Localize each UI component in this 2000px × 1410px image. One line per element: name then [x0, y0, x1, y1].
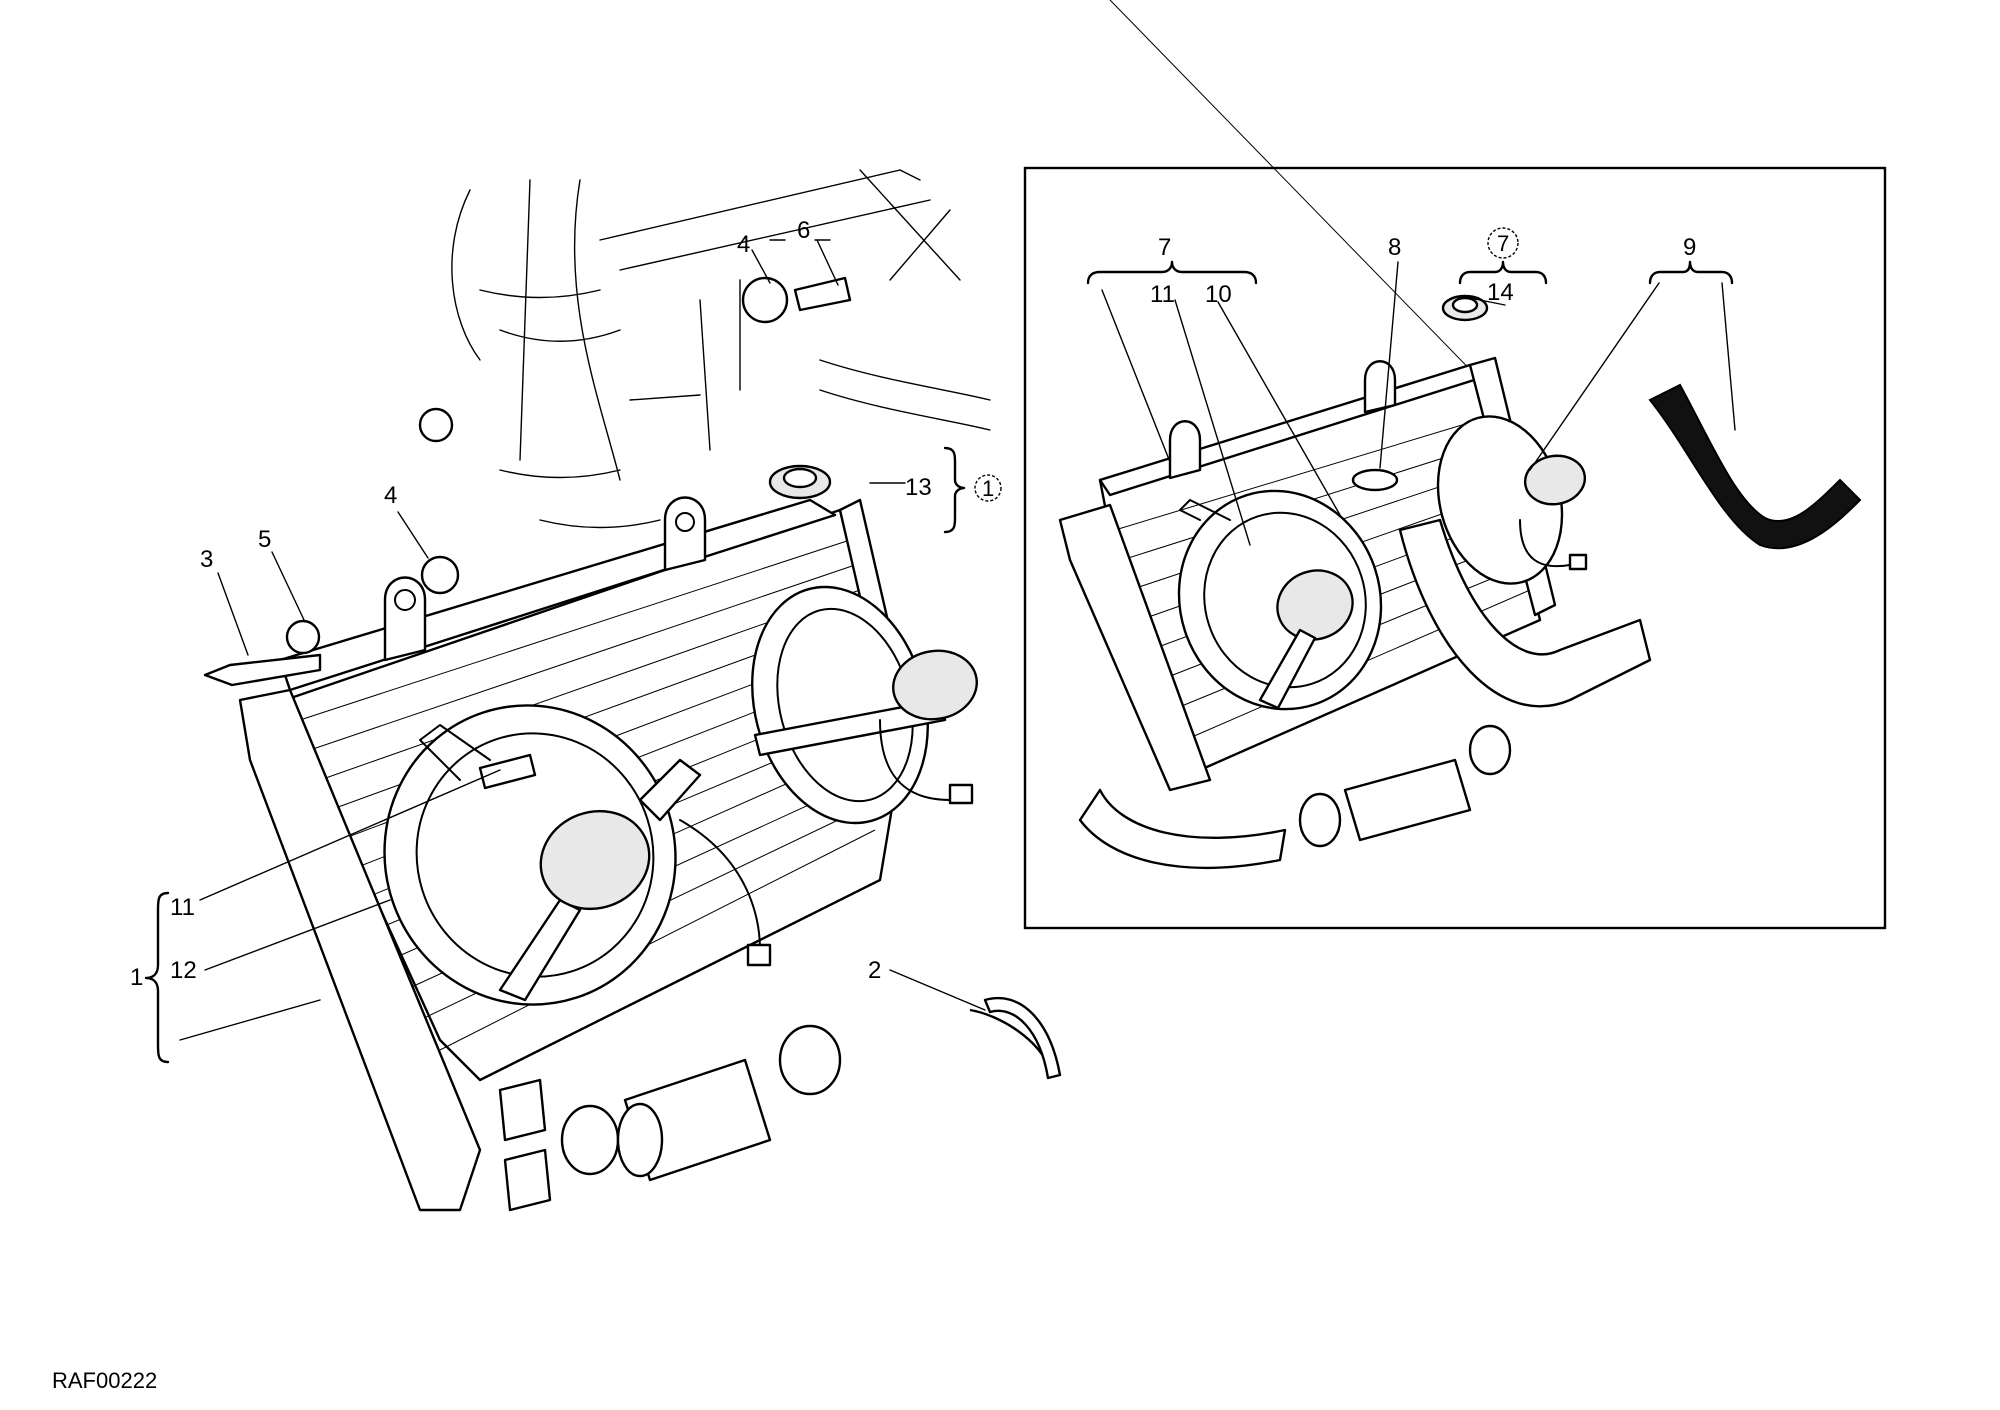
- ref-circle-inset: [1487, 227, 1519, 259]
- hardware-small-parts: [203, 276, 1052, 1071]
- brace-group-1: [144, 891, 170, 1064]
- lower-hoses-main: [498, 1024, 842, 1212]
- inset-panel-border: [1023, 166, 1887, 930]
- leader-lines-main: [179, 239, 986, 1041]
- callouts-main: 3 5 4 4 6 13 1 1 11 12 2: [130, 217, 994, 991]
- brace-ref-13: [943, 446, 966, 534]
- callout-4-upper: 4: [737, 231, 750, 258]
- callout-5: 5: [258, 526, 271, 553]
- frame-tubes: [451, 169, 991, 529]
- ref-circle-main-label: 1: [982, 476, 994, 501]
- fan-inset-left: [1177, 489, 1383, 711]
- filler-cap-main: [768, 464, 832, 500]
- callouts-inset: 7 11 10 8 7 14 9: [1150, 231, 1696, 308]
- hose-9: [1648, 383, 1862, 550]
- fan-right: [751, 585, 978, 825]
- callout-12-main: 12: [170, 957, 197, 984]
- callout-3: 3: [200, 546, 213, 573]
- brace-9: [1648, 260, 1734, 285]
- fan-left: [383, 704, 772, 1006]
- ref-circle-inset-label: 7: [1497, 231, 1509, 256]
- fan-inset-right: [1436, 415, 1588, 585]
- inset-brackets: [1168, 360, 1397, 480]
- drawing-code: RAF00222: [52, 1368, 157, 1393]
- callout-11-main: 11: [170, 894, 195, 921]
- callout-1: 1: [130, 964, 143, 991]
- callout-14-inset: 14: [1487, 279, 1514, 306]
- callout-2: 2: [868, 957, 881, 984]
- callout-7-inset: 7: [1158, 234, 1171, 261]
- callout-4-lower: 4: [384, 482, 397, 509]
- callout-9-inset: 9: [1683, 234, 1696, 261]
- leader-lines-inset: [1101, 261, 1736, 546]
- callout-10-inset: 10: [1205, 281, 1232, 308]
- brace-7-right: [1458, 260, 1548, 285]
- callout-11-inset: 11: [1150, 281, 1175, 308]
- ref-circle-main: [974, 474, 1002, 502]
- brace-7-left: [1086, 260, 1258, 285]
- callout-6: 6: [797, 217, 810, 244]
- cable-clip-2: [983, 997, 1062, 1080]
- callout-8-inset: 8: [1388, 234, 1401, 261]
- inset-hoses: [1078, 468, 1652, 870]
- mounting-brackets: [383, 496, 707, 662]
- callout-13: 13: [905, 474, 932, 501]
- filler-cap-inset: [1441, 294, 1489, 322]
